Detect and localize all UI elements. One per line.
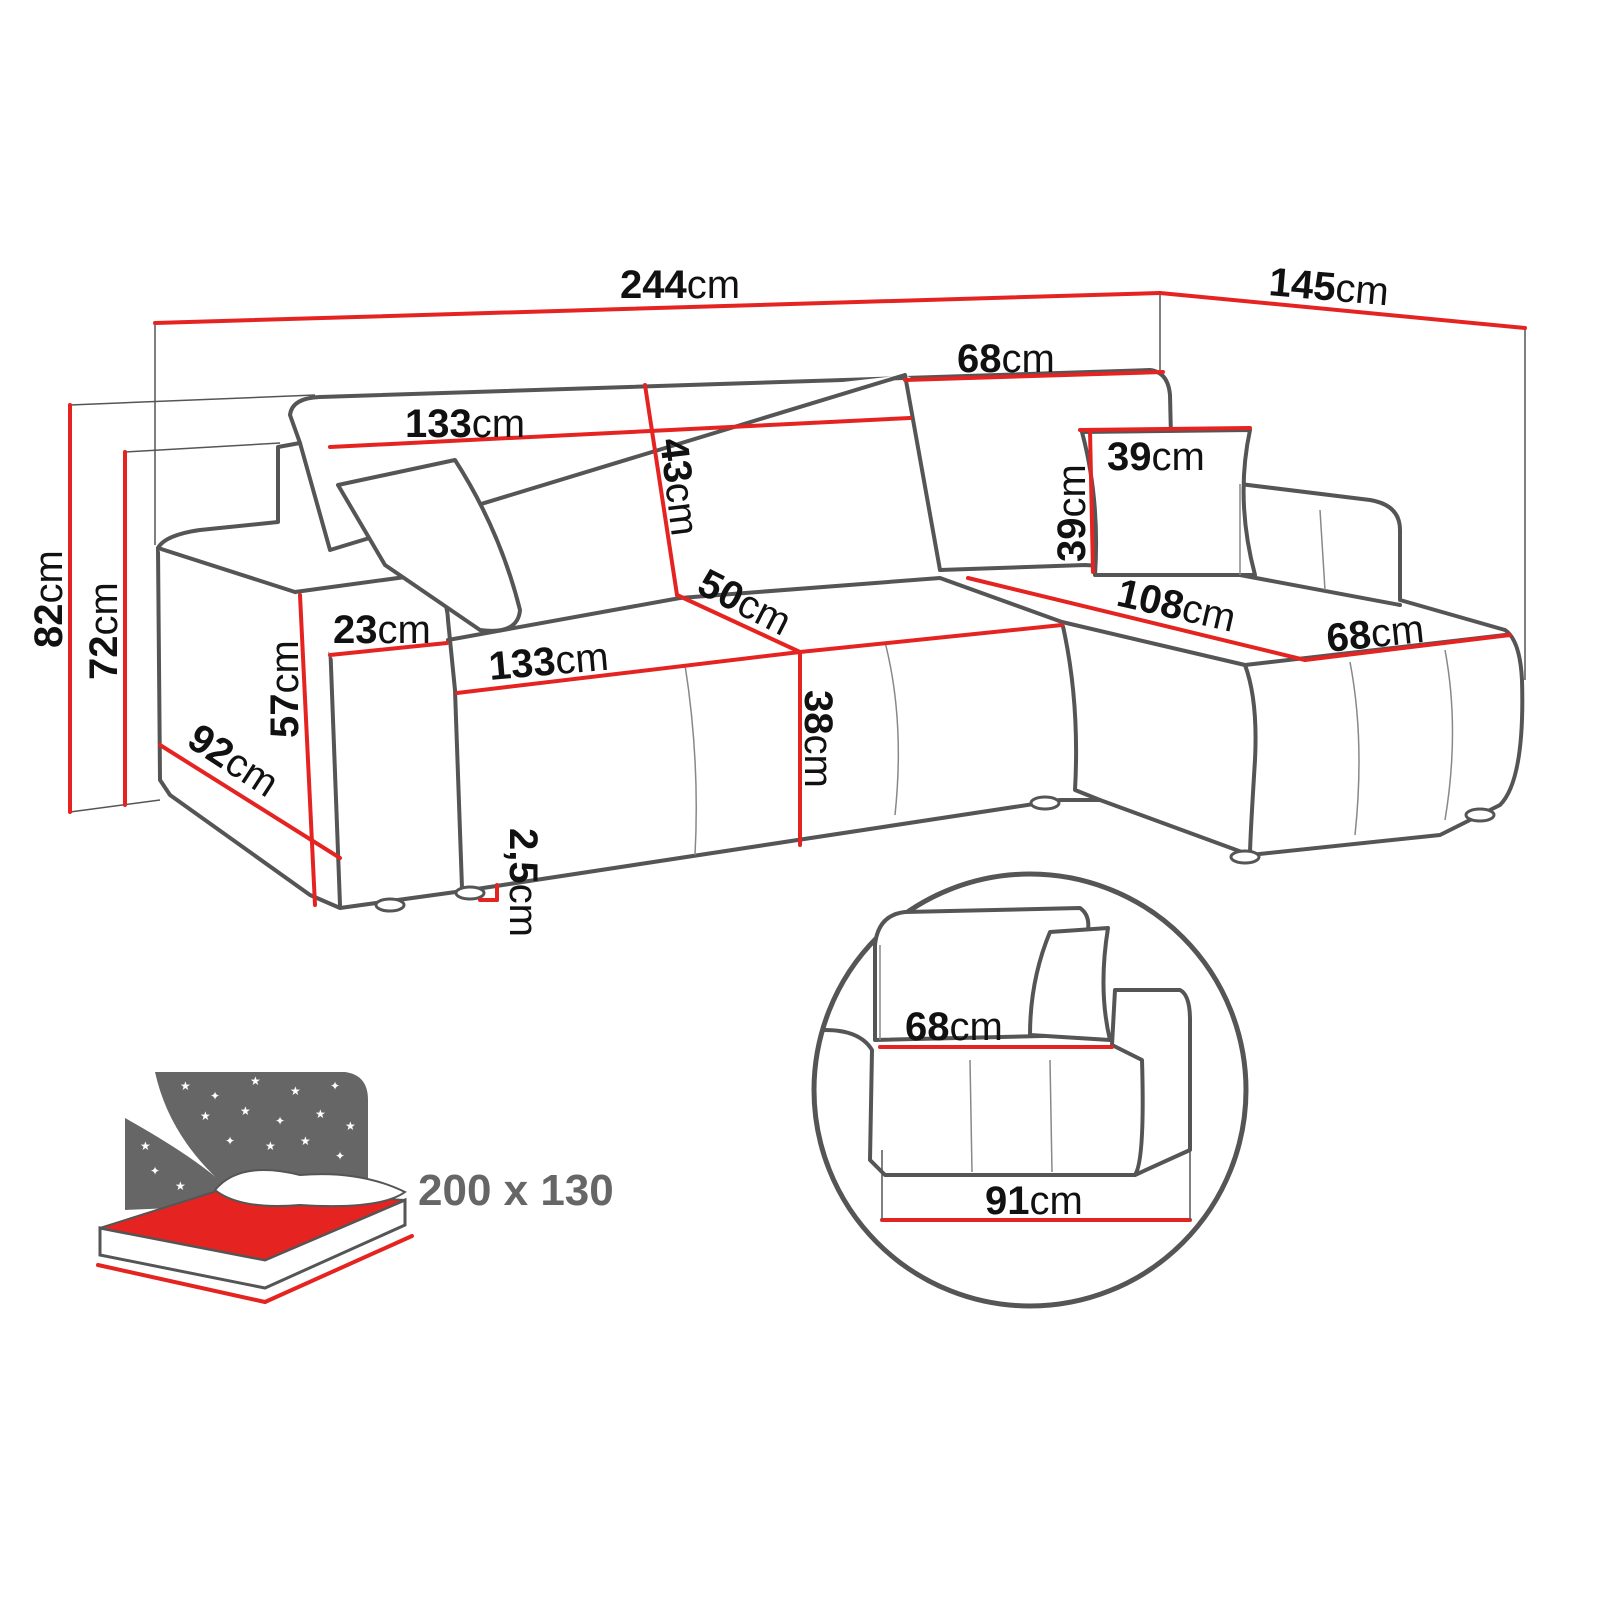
svg-text:★: ★ — [345, 1119, 356, 1133]
label-total-height: 82cm — [27, 550, 71, 648]
bed-size-label: 200 x 130 — [418, 1166, 614, 1215]
svg-text:✦: ✦ — [210, 1089, 220, 1103]
label-seat-height: 38cm — [796, 690, 840, 788]
svg-text:✦: ✦ — [330, 1079, 340, 1093]
svg-text:★: ★ — [140, 1139, 151, 1153]
label-back-right: 68cm — [957, 337, 1055, 381]
label-leg-height: 2,5cm — [501, 828, 545, 937]
chaise-inset: 68cm 91cm — [811, 871, 1249, 1309]
svg-text:★: ★ — [300, 1134, 311, 1148]
label-chaise-depth: 145cm — [1267, 260, 1390, 314]
svg-text:★: ★ — [250, 1074, 261, 1088]
dimension-lines — [68, 291, 1527, 907]
label-arm-width: 23cm — [333, 608, 431, 652]
label-total-width: 244cm — [620, 263, 740, 307]
guide-lines — [69, 293, 1526, 813]
svg-text:★: ★ — [240, 1104, 251, 1118]
label-inset-length: 91cm — [985, 1179, 1083, 1223]
sofa-drawing — [156, 368, 1525, 913]
label-arm-height: 57cm — [263, 640, 307, 738]
svg-text:★: ★ — [315, 1107, 326, 1121]
svg-text:✦: ✦ — [225, 1134, 235, 1148]
svg-text:★: ★ — [290, 1084, 301, 1098]
svg-text:✦: ✦ — [150, 1164, 160, 1178]
svg-text:★: ★ — [200, 1109, 211, 1123]
label-inset-width: 68cm — [905, 1005, 1003, 1049]
svg-text:★: ★ — [180, 1079, 191, 1093]
svg-text:✦: ✦ — [275, 1114, 285, 1128]
svg-text:✦: ✦ — [335, 1149, 345, 1163]
label-back-width: 133cm — [405, 402, 525, 446]
svg-text:★: ★ — [175, 1179, 186, 1193]
label-pillow-height: 39cm — [1050, 464, 1094, 562]
label-seat-width: 133cm — [487, 635, 610, 689]
label-height-72: 72cm — [82, 582, 126, 680]
label-pillow-width: 39cm — [1107, 435, 1205, 479]
svg-text:★: ★ — [265, 1139, 276, 1153]
label-chaise-width: 68cm — [1324, 607, 1426, 661]
label-back-height: 43cm — [651, 436, 707, 538]
sleeping-function-icon: ★ ✦ ★ ★ ✦ ★ ★ ✦ ★ ★ ✦ ★ ★ ✦ ★ ✦ ★ 200 x 130 — [96, 1072, 614, 1304]
star-icons: ★ ✦ ★ ★ ✦ ★ ★ ✦ ★ ★ ✦ ★ ★ ✦ ★ ✦ ★ — [140, 1074, 356, 1193]
